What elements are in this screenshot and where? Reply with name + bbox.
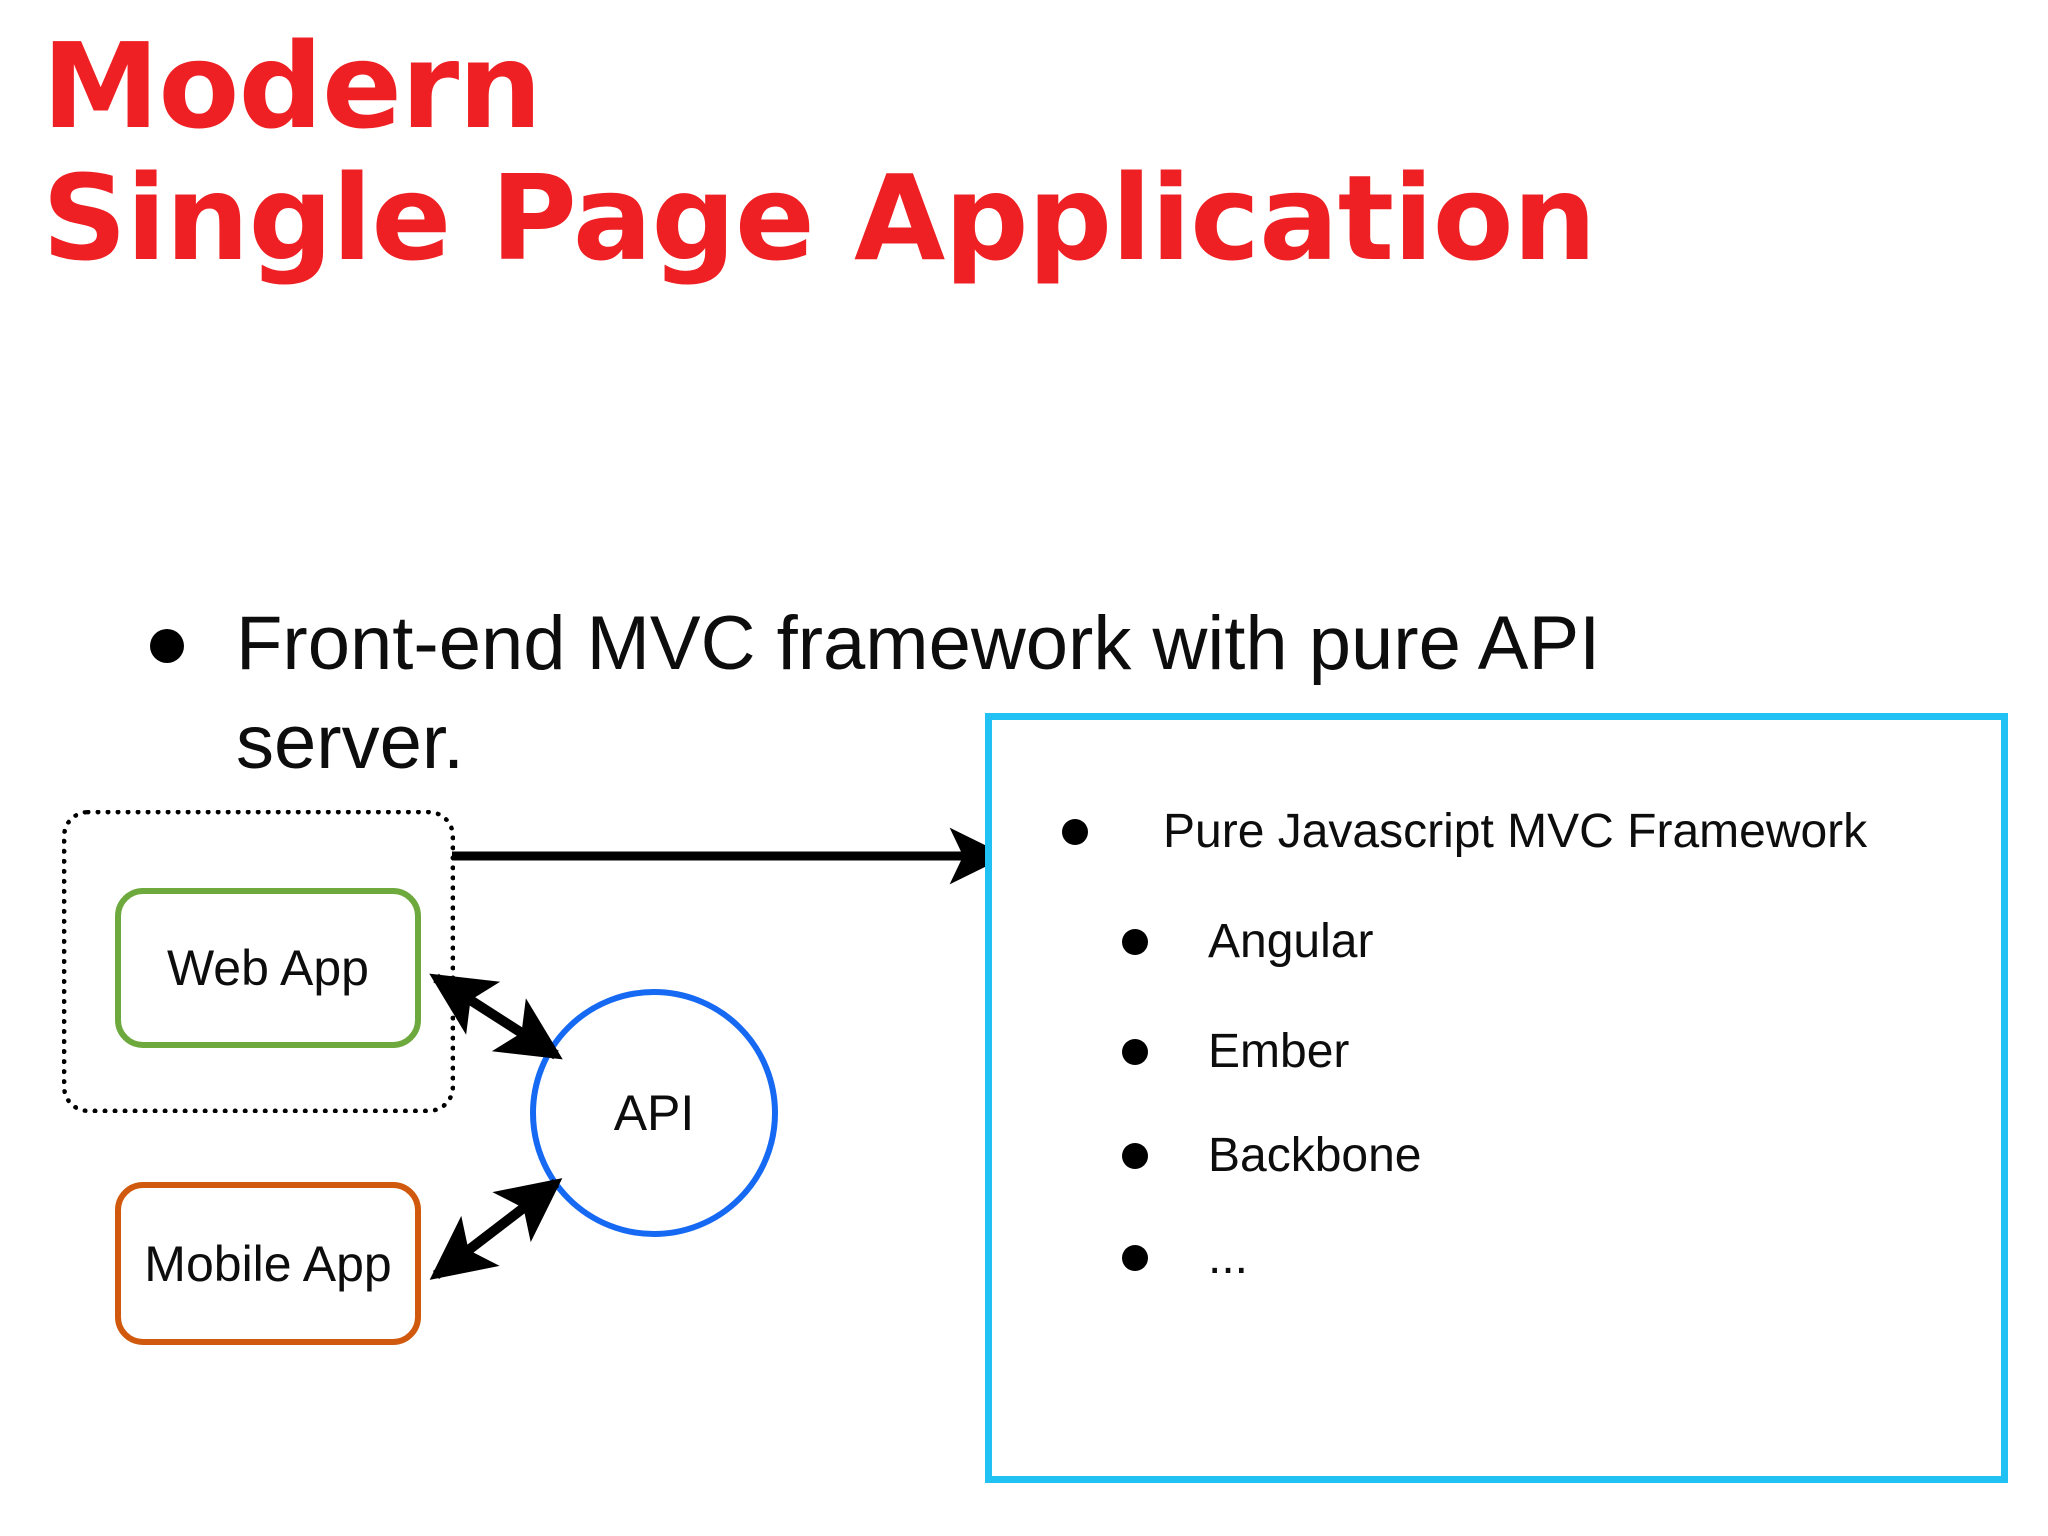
framework-list-item: Backbone <box>1122 1132 1422 1180</box>
framework-list-item: Angular <box>1122 918 1373 966</box>
bullet-dot-icon <box>1122 1039 1148 1065</box>
title-line-1: Modern <box>42 17 542 155</box>
framework-item-label: Pure Javascript MVC Framework <box>1163 805 1868 858</box>
client-group-dotted-container <box>62 810 455 1113</box>
bullet-dot-icon <box>1062 819 1088 845</box>
framework-item-label: Ember <box>1208 1025 1350 1078</box>
bullet-dot-icon <box>150 629 184 663</box>
node-mobile-app[interactable]: Mobile App <box>115 1182 421 1345</box>
title-line-2: Single Page Application <box>42 149 1597 288</box>
framework-list-item: Ember <box>1122 1028 1349 1076</box>
bullet-dot-icon <box>1122 929 1148 955</box>
bullet-dot-icon <box>1122 1245 1148 1271</box>
connector-mobileapp-to-api <box>429 1178 563 1280</box>
framework-list-item: Pure Javascript MVC Framework <box>1062 808 1867 856</box>
framework-list: Pure Javascript MVC Framework Angular Em… <box>992 720 2001 1476</box>
node-api[interactable]: API <box>530 989 778 1237</box>
bullet-dot-icon <box>1122 1143 1148 1169</box>
main-bullet-text: Front-end MVC framework with pure API se… <box>236 601 1601 785</box>
node-web-app-label: Web App <box>166 940 369 996</box>
framework-list-item: ... <box>1122 1234 1248 1282</box>
framework-item-label: Angular <box>1208 915 1374 968</box>
node-api-label: API <box>613 1085 695 1141</box>
framework-box: Pure Javascript MVC Framework Angular Em… <box>985 713 2008 1483</box>
framework-item-label: ... <box>1208 1231 1249 1284</box>
main-bullet-item: Front-end MVC framework with pure API se… <box>150 595 1940 793</box>
node-web-app[interactable]: Web App <box>115 888 421 1048</box>
framework-item-label: Backbone <box>1208 1129 1422 1182</box>
node-mobile-app-label: Mobile App <box>144 1235 392 1292</box>
slide-title: Modern Single Page Application <box>42 26 1942 279</box>
